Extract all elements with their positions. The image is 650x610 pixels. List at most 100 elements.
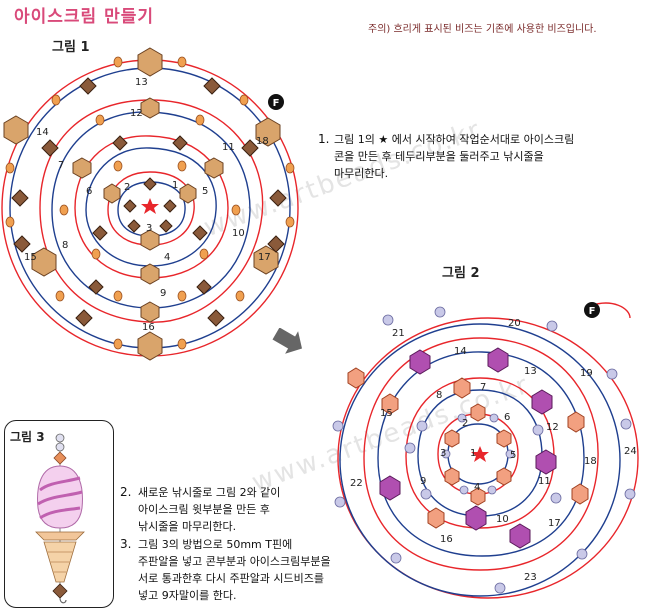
hex-bead-3: [140, 229, 160, 251]
bicone-bead: [196, 279, 212, 295]
pale-round-bead: [494, 582, 506, 594]
fig2-number: 4: [474, 482, 480, 493]
fig2-number: 19: [580, 368, 593, 379]
round-bead: [91, 248, 101, 260]
pale-round-bead: [404, 442, 416, 454]
finish-marker-icon: [584, 302, 600, 318]
step1-line: 콘을 만든 후 테두리부분을 둘러주고 낚시줄을: [334, 150, 544, 163]
bicone-bead: [207, 309, 225, 327]
step2-number: 2.: [120, 485, 132, 499]
round-bead: [59, 204, 69, 216]
figure3-label: 그림 3: [10, 430, 45, 444]
hex-bead-7: [72, 157, 92, 179]
fig2-number: 17: [548, 518, 561, 529]
fig1-number: 17: [258, 252, 271, 263]
bicone-bead: [163, 199, 177, 213]
fig2-number: 6: [504, 412, 510, 423]
pale-round-bead: [334, 496, 346, 508]
hex-bead-18: [255, 117, 281, 147]
round-bead: [113, 160, 123, 172]
fig1-number: 1: [172, 180, 178, 191]
step3-line: 주판알을 넣고 콘부분과 아이스크림부분을: [138, 555, 331, 568]
fig1-number: 6: [86, 186, 92, 197]
step2-line: 아이스크림 윗부분을 만든 후: [138, 503, 270, 516]
hex-bead-17: [253, 245, 279, 275]
pale-round-bead: [457, 413, 467, 423]
round-bead: [195, 114, 205, 126]
hex-bead-16: [137, 331, 163, 361]
fig2-number: 7: [480, 382, 486, 393]
fig1-number: 18: [256, 136, 269, 147]
fig1-number: 7: [58, 160, 64, 171]
step1-line: 그림 1의 ★ 에서 시작하여 작업순서대로 아이스크림: [334, 133, 575, 146]
round-bead: [285, 216, 295, 228]
hex-bead-11: [204, 157, 224, 179]
orange-bead: [453, 377, 471, 399]
round-bead: [285, 162, 295, 174]
round-bead: [177, 290, 187, 302]
bicone-bead: [203, 77, 221, 95]
hex-bead-5: [179, 183, 197, 204]
bicone-bead: [127, 219, 141, 233]
figure1-diagram: F 1 2 3 4 5 6 7 8 9 10 11 12 13 14 15 16…: [1, 47, 299, 361]
fig2-number: 10: [496, 514, 509, 525]
pale-round-bead: [390, 552, 402, 564]
orange-bead: [347, 367, 365, 389]
pale-round-bead: [620, 418, 632, 430]
bicone-bead: [75, 309, 93, 327]
red-path-ring3: [363, 337, 599, 571]
pale-round-bead: [624, 488, 636, 500]
fig2-number: 20: [508, 318, 521, 329]
round-bead: [5, 162, 15, 174]
fig2-number: 3: [440, 448, 446, 459]
bicone-bead: [192, 225, 208, 241]
bicone-bead: [123, 199, 137, 213]
hex-bead-14: [3, 115, 29, 145]
page-title: 아이스크림 만들기: [14, 7, 155, 27]
outer-blue-ring: [339, 323, 621, 597]
round-bead: [113, 338, 123, 350]
fig2-number: 18: [584, 456, 597, 467]
arrow-right-icon: [272, 328, 302, 354]
step2-line: 새로운 낚시줄로 그림 2와 같이: [138, 486, 281, 499]
fig1-number: 11: [222, 142, 235, 153]
orange-bead: [496, 467, 512, 486]
fig2-number: 5: [510, 450, 516, 461]
fig1-number: 3: [146, 223, 152, 234]
hex-bead-13: [137, 47, 163, 77]
round-bead: [51, 94, 61, 106]
bicone-bead: [159, 219, 173, 233]
fig2-number: 23: [524, 572, 537, 583]
pale-round-bead: [546, 320, 558, 332]
bicone-bead: [143, 177, 157, 191]
red-path-ring3: [39, 99, 264, 323]
pale-round-bead: [459, 485, 469, 495]
round-bead: [55, 290, 65, 302]
fig1-number: 9: [160, 288, 166, 299]
round-bead: [95, 114, 105, 126]
fig1-number: 15: [24, 252, 37, 263]
round-bead: [235, 290, 245, 302]
orange-bead: [470, 487, 486, 506]
figure3-frame: [4, 420, 114, 608]
fig2-number: 1: [470, 448, 476, 459]
orange-bead: [381, 393, 399, 415]
purple-bead: [465, 505, 487, 531]
loop-icon: [59, 597, 67, 604]
fig1-number: 12: [130, 108, 143, 119]
figure2-label: 그림 2: [442, 266, 480, 281]
abacus-bead-icon: [53, 451, 67, 465]
fig2-number: 2: [462, 418, 468, 429]
pale-round-bead: [332, 420, 344, 432]
pale-round-bead: [416, 420, 428, 432]
fig2-number: 24: [624, 446, 637, 457]
hex-bead-15: [31, 247, 57, 277]
fig2-number: 21: [392, 328, 405, 339]
orange-bead: [444, 467, 460, 486]
fig2-number: 9: [420, 476, 426, 487]
fig1-number: 2: [124, 182, 130, 193]
pale-round-bead: [487, 485, 497, 495]
fig1-number: 4: [164, 252, 170, 263]
hex-bead-9: [140, 301, 160, 323]
purple-bead: [535, 449, 557, 475]
